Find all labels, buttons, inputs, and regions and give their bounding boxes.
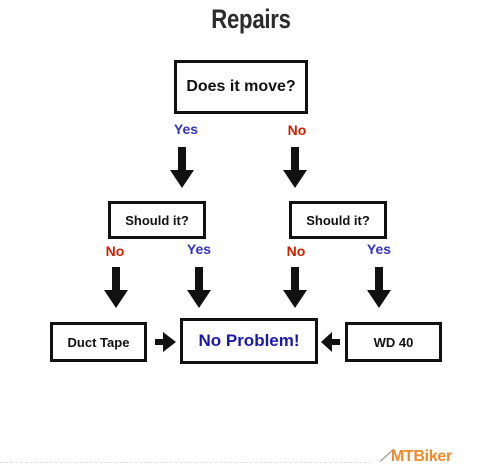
node-should-it-right: Should it? [289,201,387,239]
node-should-it-right-label: Should it? [306,212,370,228]
node-does-it-move: Does it move? [174,60,308,114]
edge-label-left-no: No [105,243,125,259]
edge-label-root-no: No [287,122,307,138]
page-title: Repairs [211,4,291,34]
arrow-duct-tape-to-no-problem [155,332,176,352]
node-should-it-left-label: Should it? [125,212,189,228]
node-no-problem-label: No Problem! [198,331,300,350]
watermark-text: MTBiker [390,448,452,465]
watermark-logo: ⟋MTBiker [380,448,452,466]
node-wd40-label: WD 40 [373,334,414,350]
footer-divider [0,462,372,463]
node-duct-tape: Duct Tape [50,322,147,362]
watermark-mark: ⟋ [380,448,391,465]
edge-label-left-yes: Yes [186,241,212,257]
arrow-right-yes [367,267,391,308]
arrow-root-yes [170,147,194,188]
arrow-root-no [283,147,307,188]
node-wd40: WD 40 [345,322,442,362]
node-does-it-move-label: Does it move? [186,78,296,95]
node-duct-tape-label: Duct Tape [67,334,130,350]
edge-label-root-yes: Yes [173,121,199,137]
arrow-right-no [283,267,307,308]
arrow-wd40-to-no-problem [321,332,340,352]
node-no-problem: No Problem! [180,318,318,364]
edge-label-right-yes: Yes [366,241,392,257]
node-should-it-left: Should it? [108,201,206,239]
arrow-left-no [104,267,128,308]
arrow-left-yes [187,267,211,308]
edge-label-right-no: No [286,243,306,259]
